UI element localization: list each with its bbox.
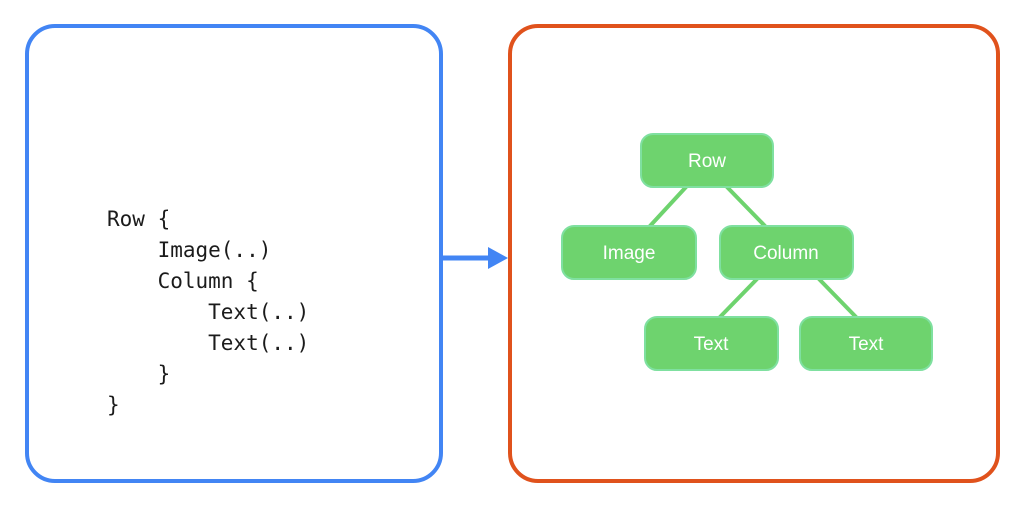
node-label-text-2: Text [849,334,885,355]
transform-arrow [440,247,508,269]
node-box-column[interactable] [719,225,854,280]
edge-column-text1 [718,277,759,319]
arrow-head-icon [488,247,508,269]
tree-node-row[interactable]: Row [640,133,774,188]
edge-row-image [648,185,688,228]
tree-node-column[interactable]: Column [719,225,854,280]
edge-row-column [725,185,767,228]
node-label-image: Image [603,243,656,264]
node-label-row: Row [688,151,726,172]
node-box-row[interactable] [640,133,774,188]
composable-source-code: Row { Image(..) Column { Text(..) Text(.… [107,207,310,417]
node-box-text-1[interactable] [644,316,779,371]
tree-edges [648,185,858,319]
tree-node-image[interactable]: Image [561,225,697,280]
node-label-column: Column [753,243,818,264]
node-box-text-2[interactable] [799,316,933,371]
edge-column-text2 [817,277,858,319]
node-label-text-1: Text [694,334,730,355]
node-box-image[interactable] [561,225,697,280]
code-panel: Row { Image(..) Column { Text(..) Text(.… [25,24,443,483]
tree-node-text-1[interactable]: Text [644,316,779,371]
composition-tree: Row Image Column Text Text [561,133,933,371]
tree-node-text-2[interactable]: Text [799,316,933,371]
